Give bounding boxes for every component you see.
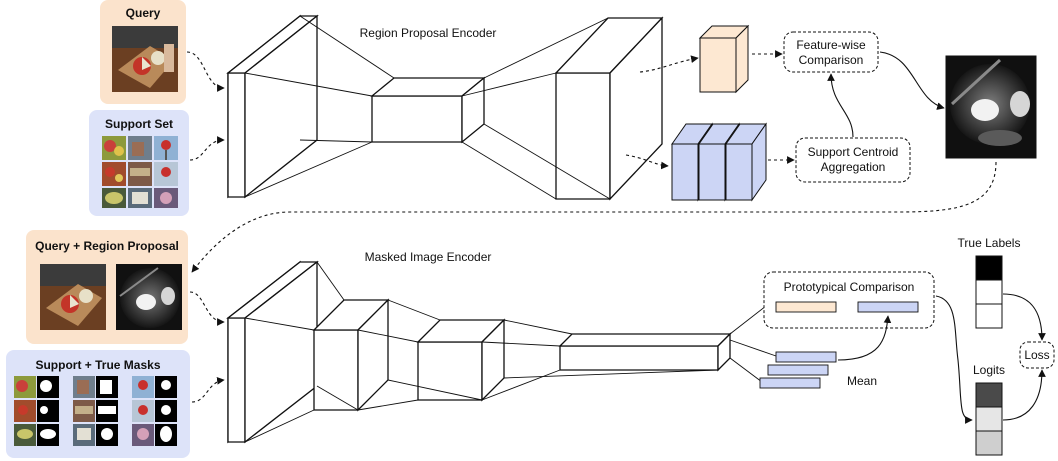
rpe-output-block <box>554 16 664 201</box>
mie-connectors <box>244 261 719 443</box>
query-to-encoder-arrow <box>186 51 225 92</box>
support-true-masks-panel: Support + True Masks <box>6 350 190 458</box>
support-prototype-bar <box>857 301 919 313</box>
support-centroid-label-1: Support Centroid <box>808 145 899 159</box>
output-to-support-feature-arrow <box>625 154 669 170</box>
mie-block-2 <box>312 298 390 412</box>
true-label-cell <box>975 303 1003 329</box>
logits-label: Logits <box>973 363 1005 377</box>
true-labels: True Labels <box>958 236 1021 329</box>
support-set-label: Support Set <box>105 117 173 131</box>
masked-image-encoder: Masked Image Encoder <box>226 250 732 444</box>
support-feature-bar <box>775 351 837 363</box>
query-region-image <box>40 264 106 330</box>
query-proposal-to-encoder-arrow <box>189 291 225 326</box>
masked-image-encoder-label: Masked Image Encoder <box>365 250 492 264</box>
query-region-proposal-panel: Query + Region Proposal <box>26 230 188 344</box>
region-proposal-encoder-label: Region Proposal Encoder <box>360 26 497 40</box>
feature-wise-comparison-box: Feature-wise Comparison <box>783 31 879 73</box>
support-true-masks-label: Support + True Masks <box>35 358 160 372</box>
mie-block-4 <box>558 332 732 372</box>
query-image <box>112 26 178 92</box>
query-label: Query <box>126 6 161 20</box>
support-feature-bar <box>759 377 821 389</box>
centroid-to-comparison-arrow <box>827 73 854 138</box>
output-to-query-feature-arrow <box>639 55 699 73</box>
feature-wise-comparison-label-1: Feature-wise <box>796 38 866 52</box>
logit-cell <box>975 406 1003 432</box>
feature-wise-comparison-label-2: Comparison <box>799 53 864 67</box>
mie-block-3 <box>416 318 506 402</box>
query-prototype-bar <box>775 301 837 313</box>
encoder-to-features-lines <box>729 305 777 383</box>
true-label-cell <box>975 255 1003 281</box>
prototypical-comparison-label: Prototypical Comparison <box>784 280 915 294</box>
logits-to-loss-arrow <box>1002 369 1046 421</box>
region-proposal-encoder: Region Proposal Encoder <box>226 14 664 201</box>
loss-box: Loss <box>1019 341 1055 369</box>
proposal-feedback-arrow <box>191 161 997 273</box>
support-set-images <box>102 136 178 208</box>
rpe-connectors <box>244 15 611 200</box>
loss-label: Loss <box>1024 348 1049 362</box>
rpe-bottleneck-block <box>370 76 486 144</box>
true-label-cell <box>975 279 1003 305</box>
support-centroid-aggregation-box: Support Centroid Aggregation <box>795 137 911 183</box>
prototypical-comparison-box: Prototypical Comparison <box>763 271 935 329</box>
support-feature-cubes <box>671 122 767 202</box>
true-labels-to-loss-arrow <box>1002 293 1046 341</box>
support-set-panel: Support Set <box>89 110 189 216</box>
support-centroid-label-2: Aggregation <box>821 160 886 174</box>
logits: Logits <box>973 363 1005 456</box>
query-region-proposal-label: Query + Region Proposal <box>35 239 179 253</box>
logit-cell <box>975 382 1003 408</box>
support-feature-bars <box>759 351 837 389</box>
comparison-to-proposal-arrow <box>879 51 945 110</box>
true-labels-label: True Labels <box>958 236 1021 250</box>
query-feature-cube <box>698 24 750 94</box>
support-feature-bar <box>767 364 829 376</box>
comparison-to-logits-arrow <box>935 295 973 424</box>
support-mask-images <box>14 376 177 446</box>
support-masks-to-encoder-arrow <box>191 376 225 403</box>
region-proposal-thumbnail <box>116 264 182 330</box>
support-feature-cube <box>725 122 767 202</box>
region-proposal-map <box>945 55 1037 159</box>
logit-cell <box>975 430 1003 456</box>
support-to-encoder-arrow <box>189 136 225 161</box>
mean-arrow <box>837 315 892 361</box>
query-panel: Query <box>100 0 186 104</box>
mie-input-block <box>226 260 319 444</box>
rpe-input-block <box>226 14 319 199</box>
mean-label: Mean <box>847 374 877 388</box>
